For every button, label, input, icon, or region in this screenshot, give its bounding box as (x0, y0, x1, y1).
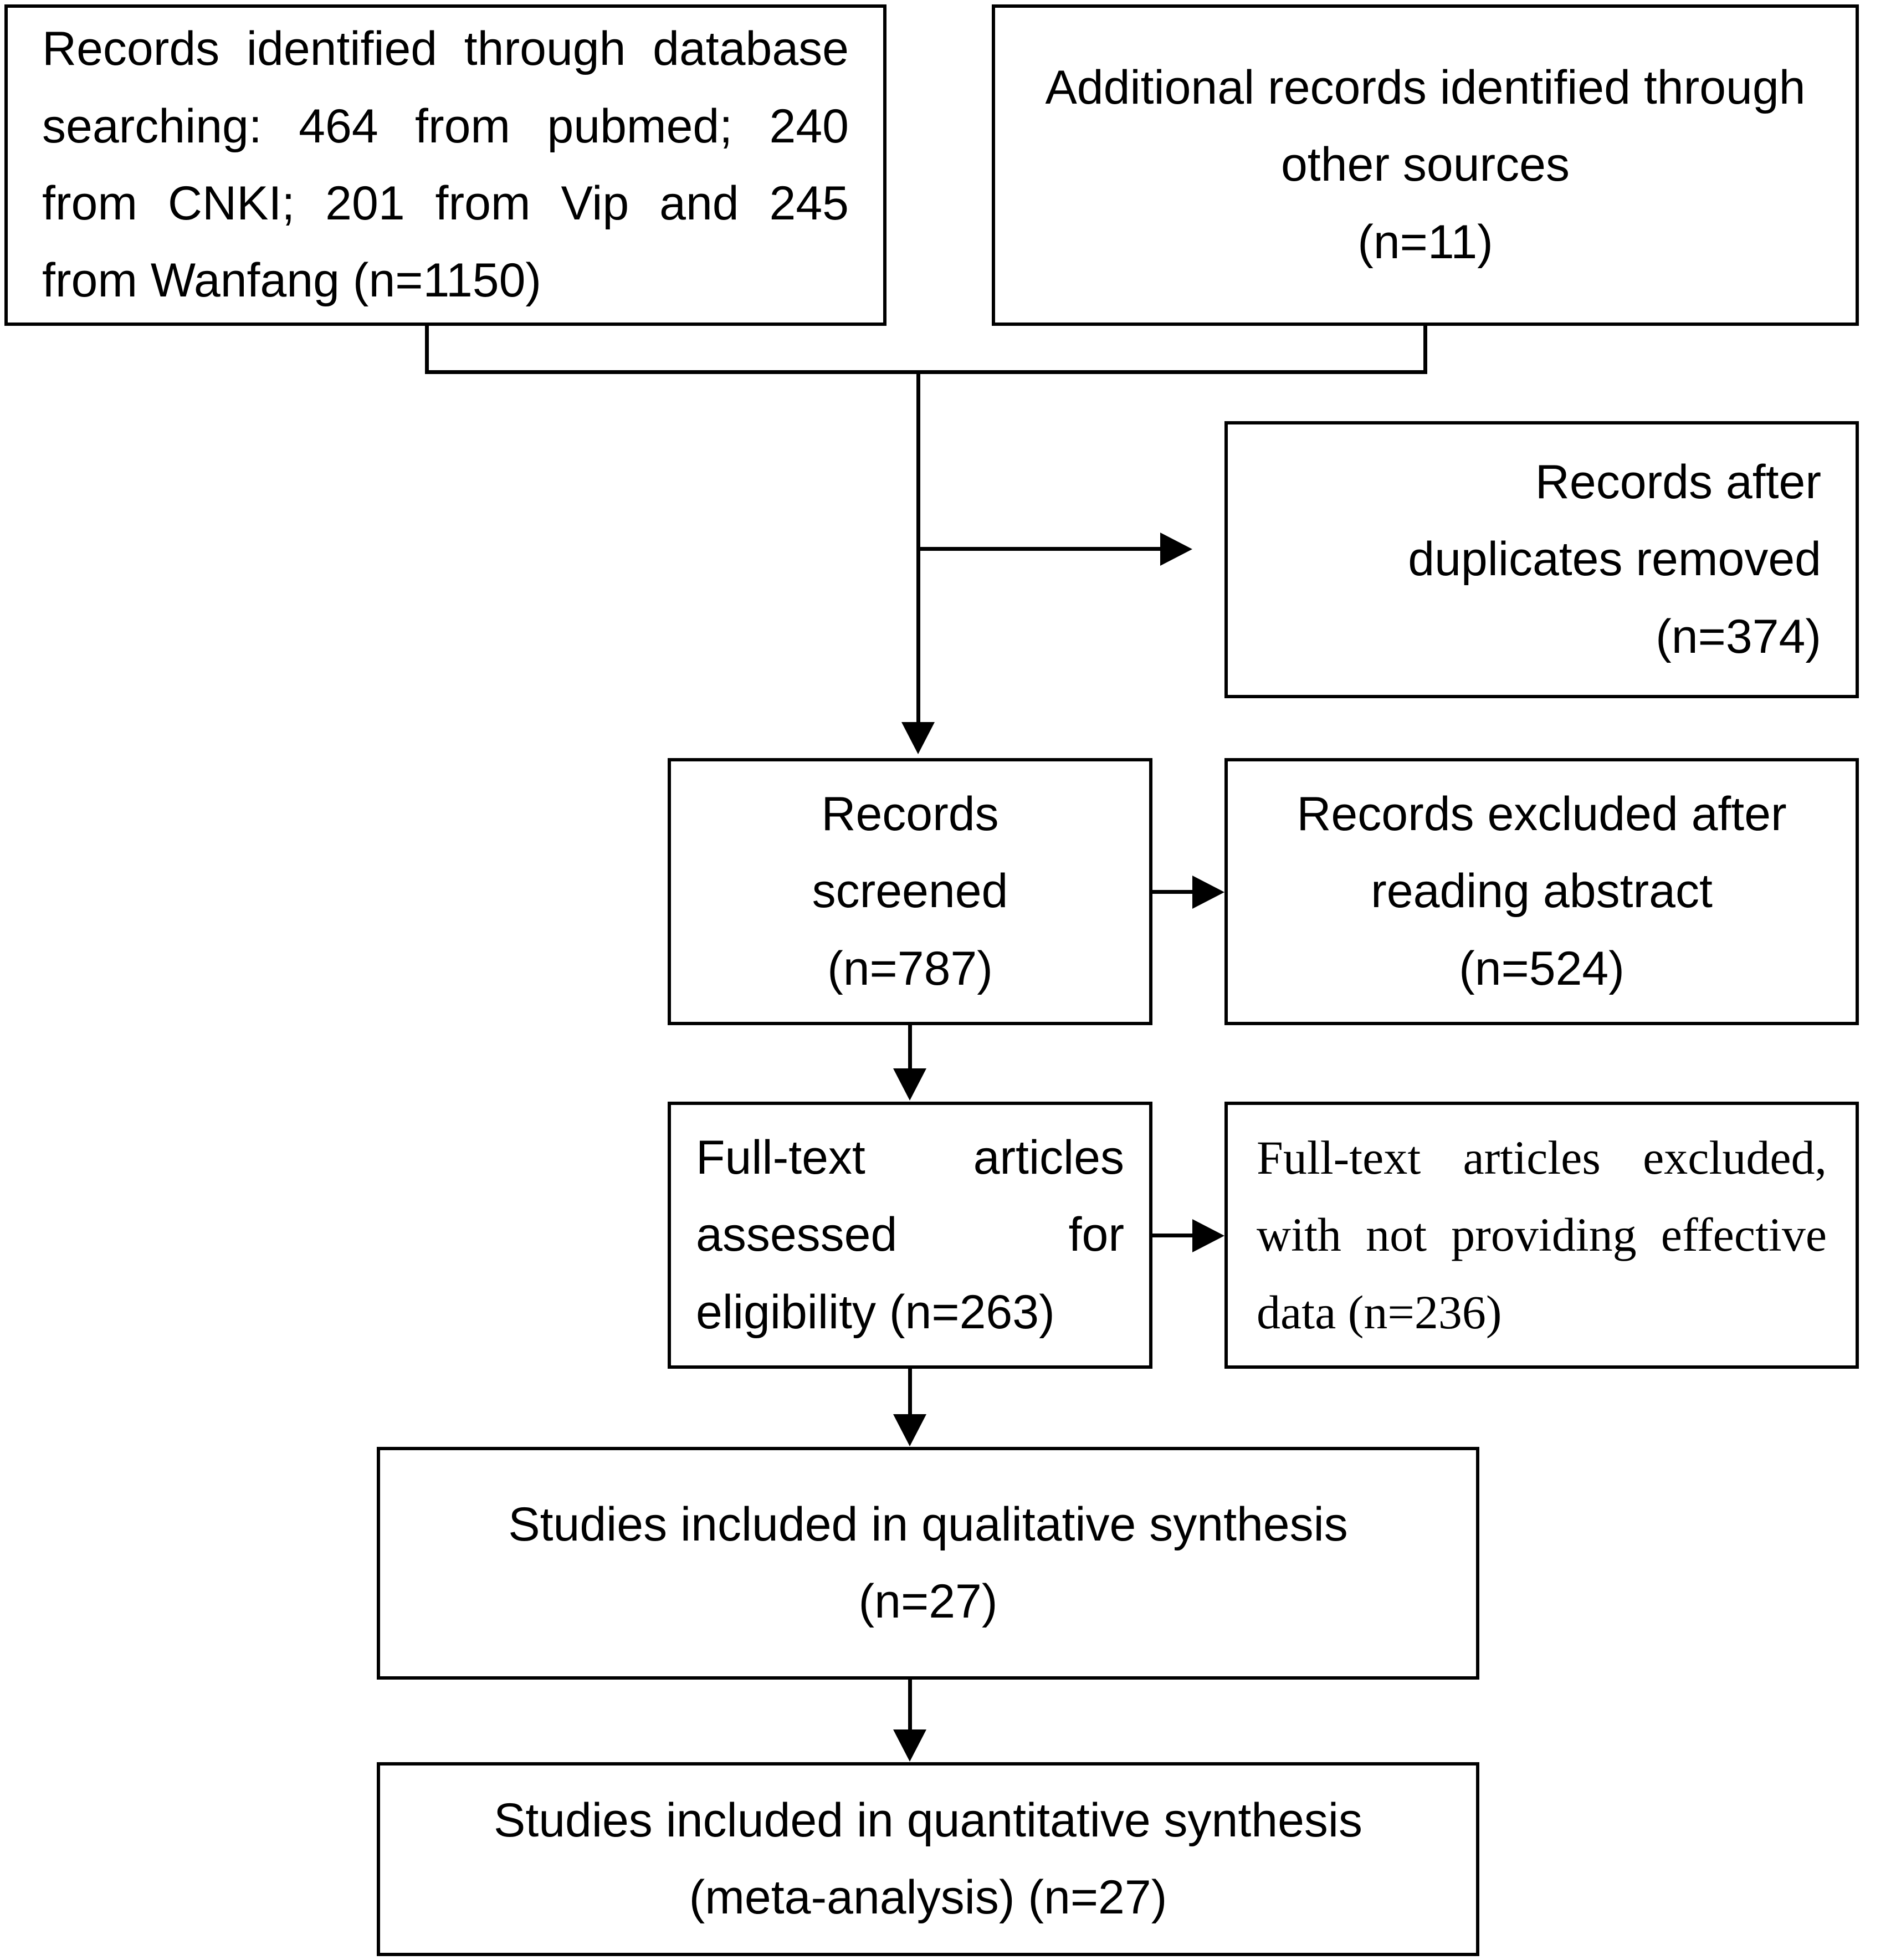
arrowhead-to-quantitative-synthesis (893, 1729, 926, 1762)
connector-screened-to-fulltext (908, 1025, 912, 1068)
connector-qualitative-to-quantitative (908, 1680, 912, 1729)
node-records-screened-text: Records screened (n=787) (812, 787, 1008, 995)
arrowhead-to-qualitative-synthesis (893, 1414, 926, 1446)
node-additional-records-other-sources-text: Additional records identified through ot… (1045, 61, 1806, 269)
arrowhead-to-fulltext-assessed (893, 1068, 926, 1101)
arrowhead-to-records-excluded (1192, 876, 1224, 909)
arrowhead-to-fulltext-excluded (1192, 1219, 1224, 1252)
arrowhead-to-duplicates-removed (1160, 533, 1192, 566)
node-additional-records-other-sources[interactable]: Additional records identified through ot… (992, 4, 1859, 326)
connector-fulltext-to-excluded (1152, 1234, 1192, 1237)
node-fulltext-assessed-eligibility[interactable]: Full-text articles assessed for eligibil… (668, 1102, 1152, 1369)
node-studies-qualitative-synthesis[interactable]: Studies included in qualitative synthesi… (377, 1447, 1479, 1680)
node-records-excluded-after-abstract[interactable]: Records excluded after reading abstract … (1224, 758, 1859, 1025)
node-fulltext-assessed-eligibility-text: Full-text articles assessed for eligibil… (696, 1131, 1137, 1339)
connector-box2-stub (1423, 326, 1427, 372)
connector-box1-stub (425, 326, 429, 372)
node-fulltext-articles-excluded-text: Full-text articles excluded, with not pr… (1257, 1131, 1839, 1339)
node-records-excluded-after-abstract-text: Records excluded after reading abstract … (1297, 787, 1787, 995)
node-studies-qualitative-synthesis-text: Studies included in qualitative synthesi… (508, 1497, 1348, 1628)
connector-spine-to-duplicates (916, 547, 1160, 551)
connector-spine-to-screened (916, 370, 920, 722)
node-records-after-duplicates-removed[interactable]: Records after duplicates removed (n=374) (1224, 421, 1859, 698)
connector-screened-to-excluded (1152, 890, 1192, 894)
arrowhead-to-records-screened (901, 722, 935, 754)
connector-merge-bar (425, 370, 1427, 374)
node-studies-quantitative-synthesis[interactable]: Studies included in quantitative synthes… (377, 1762, 1479, 1956)
node-records-identified-database-text: Records identified through database sear… (42, 22, 862, 308)
node-records-identified-database[interactable]: Records identified through database sear… (4, 4, 886, 326)
node-records-after-duplicates-removed-text: Records after duplicates removed (n=374) (1408, 456, 1821, 663)
node-studies-quantitative-synthesis-text: Studies included in quantitative synthes… (493, 1793, 1363, 1924)
node-fulltext-articles-excluded[interactable]: Full-text articles excluded, with not pr… (1224, 1102, 1859, 1369)
connector-fulltext-to-qualitative (908, 1369, 912, 1414)
node-records-screened[interactable]: Records screened (n=787) (668, 758, 1152, 1025)
